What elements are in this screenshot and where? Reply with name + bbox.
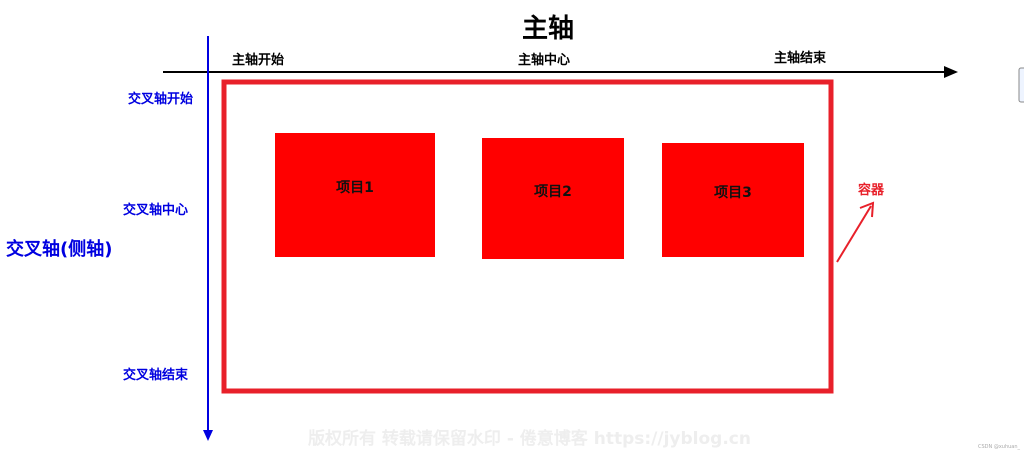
item-3-label: 项目3 [714, 185, 752, 201]
container-border [221, 79, 834, 394]
main-axis-arrowhead [944, 66, 958, 78]
cross-axis-title: 交叉轴(侧轴) [6, 239, 113, 260]
watermark: 版权所有 转载请保留水印 - 倦意博客 https://jyblog.cn [308, 429, 751, 449]
container-pointer-arrow [836, 205, 872, 263]
main-axis-title: 主轴 [522, 14, 575, 44]
item-2-label: 项目2 [534, 183, 572, 200]
cross-axis-arrowhead [203, 430, 213, 441]
container-label: 容器 [858, 183, 885, 198]
item-1-label: 项目1 [336, 180, 374, 196]
cross-axis-start-label: 交叉轴开始 [128, 92, 194, 107]
cross-axis-end-label: 交叉轴结束 [123, 368, 189, 383]
side-widget [1018, 67, 1024, 103]
credit: CSDN @xuhuan_ [978, 444, 1021, 450]
cross-axis-center-label: 交叉轴中心 [123, 203, 189, 218]
main-axis-end-label: 主轴结束 [774, 51, 827, 66]
container-pointer-arrowhead [859, 201, 875, 218]
main-axis-center-label: 主轴中心 [518, 53, 571, 68]
flex-item-3: 项目3 [662, 143, 804, 257]
main-axis-start-label: 主轴开始 [232, 53, 285, 68]
flex-item-2: 项目2 [482, 138, 624, 259]
flex-item-1: 项目1 [275, 133, 435, 257]
